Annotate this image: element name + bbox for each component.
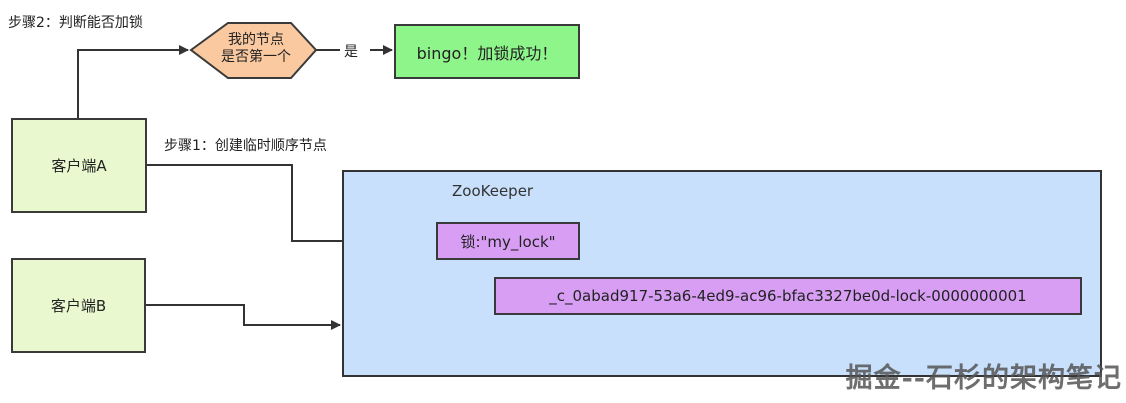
arrow-client-b-to-zookeeper xyxy=(146,304,341,330)
zookeeper-container: ZooKeeper xyxy=(342,170,1102,377)
zookeeper-title: ZooKeeper xyxy=(452,182,534,200)
step1-label: 步骤1：创建临时顺序节点 xyxy=(164,138,327,154)
yes-label: 是 xyxy=(344,44,358,60)
client-a-label: 客户端A xyxy=(51,157,107,175)
client-a-box: 客户端A xyxy=(11,118,147,213)
client-b-label: 客户端B xyxy=(50,297,107,315)
watermark: 掘金--石杉的架构笔记 xyxy=(845,363,1122,394)
decision-line2: 是否第一个 xyxy=(221,49,291,65)
step2-label: 步骤2：判断能否加锁 xyxy=(8,15,143,31)
decision-text: 我的节点 是否第一个 xyxy=(206,32,306,66)
lock-node-label: 锁:"my_lock" xyxy=(460,232,556,251)
success-box: bingo！加锁成功！ xyxy=(394,24,580,79)
arrow-client-a-to-decision xyxy=(77,45,189,118)
decision-diamond xyxy=(189,22,318,79)
lock-node: 锁:"my_lock" xyxy=(436,222,580,260)
decision-line1: 我的节点 xyxy=(228,32,284,48)
client-b-box: 客户端B xyxy=(11,258,146,353)
sequential-node: _c_0abad917-53a6-4ed9-ac96-bfac3327be0d-… xyxy=(494,277,1082,315)
sequential-node-label: _c_0abad917-53a6-4ed9-ac96-bfac3327be0d-… xyxy=(549,287,1027,305)
